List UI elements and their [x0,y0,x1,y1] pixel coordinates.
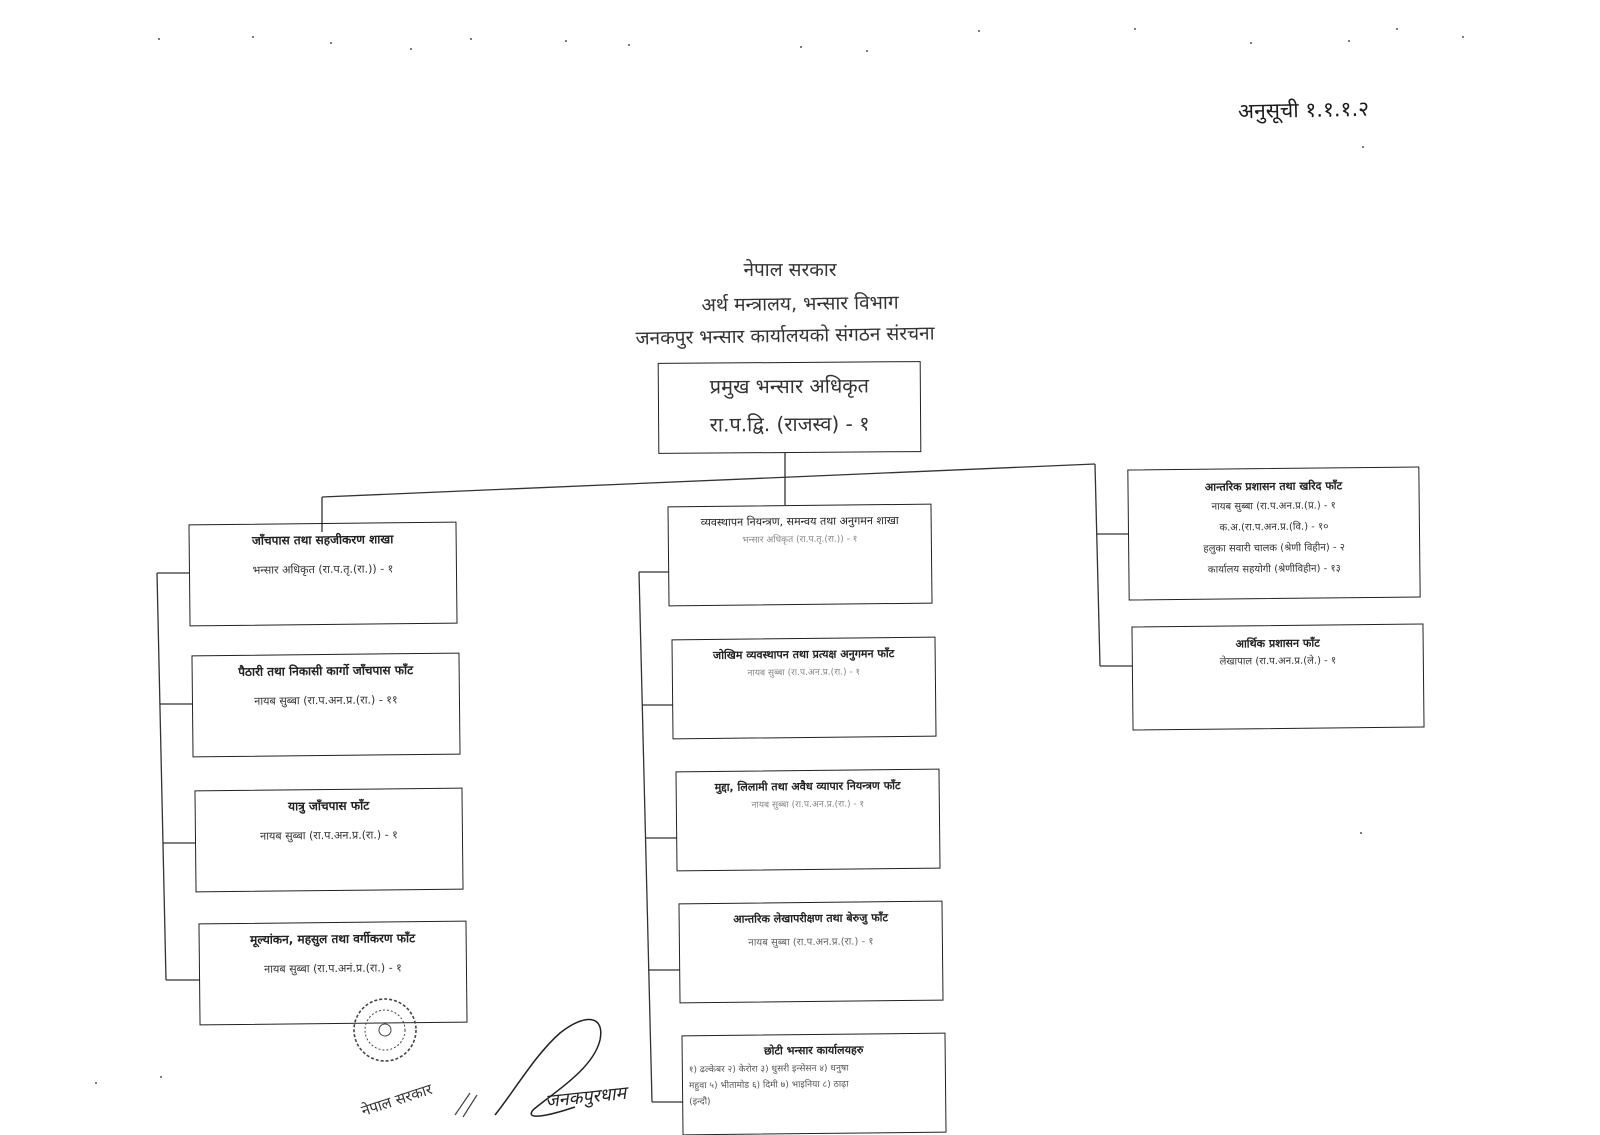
scan-speck [158,38,160,40]
middle-box-4: आन्तरिक लेखापरीक्षण तथा बेरुजु फाँट नायब… [678,900,944,1004]
scan-speck [978,30,980,32]
scan-speck [1348,40,1350,42]
scan-speck [1134,28,1136,30]
right-box-2-post: लेखापाल (रा.प.अन.प्र.(ले.) - १ [1219,655,1337,668]
middle-box-2-title: जोखिम व्यवस्थापन तथा प्रत्यक्ष अनुगमन फा… [712,647,895,662]
middle-box-1-post: भन्सार अधिकृत (रा.प.तृ.(रा.)) - १ [742,534,858,546]
scan-speck [1396,28,1398,30]
middle-box-4-post: नायब सुब्बा (रा.प.अन.प्र.(रा.) - १ [748,936,874,949]
left-box-3: यात्रु जाँचपास फाँट नायब सुब्बा (रा.प.अन… [194,787,464,893]
root-box: प्रमुख भन्सार अधिकृत रा.प.द्वि. (राजस्व)… [657,361,922,454]
middle-box-3-title: मुद्दा, लिलामी तथा अवैध व्यापार नियन्त्र… [714,779,901,794]
scan-speck [160,1076,162,1078]
left-box-4-post: नायब सुब्बा (रा.प.अनं.प्र.(रा.) - १ [263,961,402,976]
left-box-2: पैठारी तथा निकासी कार्गो जाँचपास फाँट ना… [191,652,461,758]
scan-speck [330,42,332,44]
scan-speck [1462,36,1464,38]
right-box-1-post-2: क.अ.(रा.प.अन.प्र.(वि.) - १० [1219,521,1329,534]
scan-speck [1250,42,1252,44]
root-title: प्रमुख भन्सार अधिकृत [709,373,870,399]
middle-box-2: जोखिम व्यवस्थापन तथा प्रत्यक्ष अनुगमन फा… [671,636,937,740]
middle-box-3-post: नायब सुब्बा (रा.प.अन.प्र.(रा.) - १ [751,799,865,811]
scan-speck [800,46,802,48]
scan-speck [410,48,412,50]
scan-speck [866,50,868,52]
left-box-4-title: मूल्यांकन, महसुल तथा वर्गीकरण फाँट [250,931,416,947]
middle-box-4-title: आन्तरिक लेखापरीक्षण तथा बेरुजु फाँट [733,911,889,926]
right-box-1-post-4: कार्यालय सहयोगी (श्रेणीविहीन) - १३ [1207,563,1341,576]
middle-box-5: छोटी भन्सार कार्यालयहरु १) ढल्केबर २) के… [681,1032,947,1135]
middle-box-5-post-3: (इन्दौ) [689,1097,711,1108]
scan-speck [1360,832,1362,834]
left-box-1-title: जाँचपास तथा सहजीकरण शाखा [251,532,394,548]
middle-box-5-post-2: महुवा ५) भीतामोड ६) दिमी ७) भाइनिया ८) ठ… [688,1079,849,1092]
right-box-1-title: आन्तरिक प्रशासन तथा खरिद फाँट [1204,479,1343,494]
scan-speck [252,36,254,38]
middle-box-1-title: व्यवस्थापन नियन्त्रण, समन्वय तथा अनुगमन … [700,513,899,530]
official-seal-and-signature [353,998,602,1118]
middle-box-1: व्यवस्थापन नियन्त्रण, समन्वय तथा अनुगमन … [667,503,933,607]
left-box-2-post: नायब सुब्बा (रा.प.अन.प्र.(रा.) - ११ [254,693,398,708]
scan-speck [628,44,630,46]
root-post: रा.प.द्वि. (राजस्व) - १ [709,411,870,437]
left-box-3-post: नायब सुब्बा (रा.प.अन.प्र.(रा.) - १ [259,828,398,843]
scan-speck [470,38,472,40]
right-box-1: आन्तरिक प्रशासन तथा खरिद फाँट नायब सुब्ब… [1127,466,1421,601]
middle-box-5-title: छोटी भन्सार कार्यालयहरु [763,1043,864,1058]
right-box-2: आर्थिक प्रशासन फाँट लेखापाल (रा.प.अन.प्र… [1131,623,1425,731]
middle-box-2-post: नायब सुब्बा (रा.प.अन.प्र.(रा.) - १ [747,667,861,679]
middle-box-3: मुद्दा, लिलामी तथा अवैध व्यापार नियन्त्र… [675,768,941,872]
right-box-1-post-3: हलुका सवारी चालक (श्रेणी विहीन) - २ [1203,542,1345,555]
header-line-2: अर्थ मन्त्रालय, भन्सार विभाग [701,291,899,317]
signature-icon [494,1018,602,1117]
right-box-1-post-1: नायब सुब्बा (रा.प.अन.प्र.(प्र.) - १ [1211,500,1336,513]
seal-icon [353,998,417,1062]
left-box-2-title: पैठारी तथा निकासी कार्गो जाँचपास फाँट [238,663,414,679]
left-box-1-post: भन्सार अधिकृत (रा.प.तृ.(रा.)) - १ [252,562,394,577]
left-box-1: जाँचपास तथा सहजीकरण शाखा भन्सार अधिकृत (… [188,521,458,627]
scan-speck [565,40,567,42]
right-box-2-title: आर्थिक प्रशासन फाँट [1235,636,1320,651]
left-box-3-title: यात्रु जाँचपास फाँट [288,798,370,814]
annex-label: अनुसूची १.१.१.२ [1237,96,1370,124]
scan-speck [1362,146,1364,148]
scan-speck [95,1082,97,1084]
header-line-1: नेपाल सरकार [743,259,837,281]
middle-box-5-post-1: १) ढल्केबर २) केरोरा ३) धुसरी इन्सेसन ४)… [688,1063,849,1076]
